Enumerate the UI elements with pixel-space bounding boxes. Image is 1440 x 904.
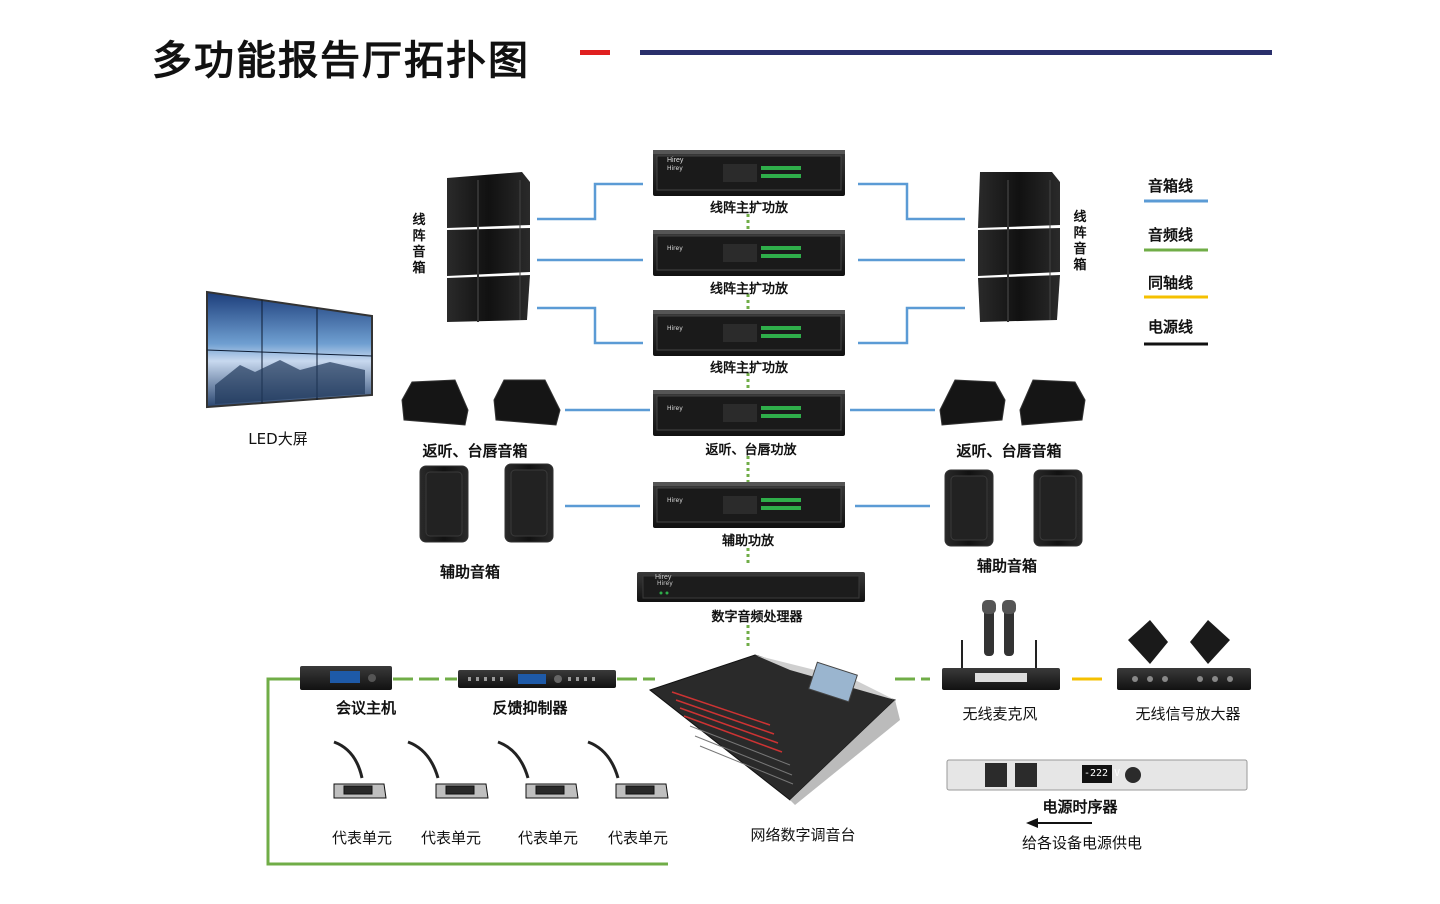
aux-right-label: 辅助音箱 xyxy=(976,557,1038,575)
svg-text:Hirey: Hirey xyxy=(667,405,683,412)
signal-amp-label: 无线信号放大器 xyxy=(1135,705,1241,723)
processor-brand: Hirey xyxy=(655,574,672,581)
feedback-suppressor-graphic xyxy=(458,670,616,688)
amp-label-2: 线阵主扩功放 xyxy=(709,282,789,297)
svg-text:Hirey: Hirey xyxy=(667,325,683,332)
legend-audio-line: 音频线 xyxy=(1148,226,1194,244)
signal-amp-graphic xyxy=(1117,620,1251,690)
power-sequencer-label: 电源时序器 xyxy=(1042,798,1118,816)
processor-label: 数字音频处理器 xyxy=(711,610,803,625)
title-bar-navy xyxy=(640,50,1272,55)
amp-label-4: 返听、台唇功放 xyxy=(705,443,797,458)
delegate-units-graphic xyxy=(333,740,669,799)
amplifier-stack: Hirey Hirey Hirey Hirey Hirey xyxy=(653,150,845,528)
line-array-left xyxy=(447,172,530,322)
line-array-left-label: 线阵音箱 xyxy=(412,213,426,276)
line-array-right-label: 线阵音箱 xyxy=(1073,210,1087,273)
legend-speaker-line: 音箱线 xyxy=(1148,177,1194,195)
power-arrow-head xyxy=(1026,818,1038,828)
line-array-right xyxy=(978,172,1060,322)
wireless-mic-label: 无线麦克风 xyxy=(962,705,1038,723)
speaker-lines xyxy=(537,182,965,508)
power-note-label: 给各设备电源供电 xyxy=(1021,834,1143,852)
svg-text:Hirey: Hirey xyxy=(667,165,683,172)
legend-power-line: 电源线 xyxy=(1148,318,1194,336)
wireless-mic-graphic xyxy=(942,600,1060,690)
led-screen-graphic xyxy=(206,290,373,409)
aux-speakers xyxy=(419,463,1083,547)
conference-host-label: 会议主机 xyxy=(335,699,397,717)
delegate-unit-label-1: 代表单元 xyxy=(331,829,393,847)
led-screen-label: LED大屏 xyxy=(248,430,308,448)
feedback-suppressor-label: 反馈抑制器 xyxy=(492,699,568,717)
amp-label-3: 线阵主扩功放 xyxy=(709,361,789,376)
legend-coax-line: 同轴线 xyxy=(1148,274,1194,292)
power-sequencer-graphic xyxy=(946,759,1248,791)
monitor-left-label: 返听、台唇音箱 xyxy=(422,442,528,460)
title-accent-red xyxy=(580,50,610,55)
power-sequencer-display: -222 V xyxy=(1084,768,1121,779)
page-title: 多功能报告厅拓扑图 xyxy=(152,38,530,84)
amp-brand-1: Hirey xyxy=(667,157,684,164)
delegate-unit-label-3: 代表单元 xyxy=(517,829,579,847)
aux-left-label: 辅助音箱 xyxy=(439,563,501,581)
monitor-wedges xyxy=(401,379,1086,426)
dsp-processor-graphic: Hirey xyxy=(637,572,865,602)
conference-host-graphic xyxy=(300,666,392,690)
mixer-console-graphic xyxy=(648,654,900,805)
svg-text:Hirey: Hirey xyxy=(667,245,683,252)
delegate-unit-label-4: 代表单元 xyxy=(607,829,669,847)
svg-text:Hirey: Hirey xyxy=(667,497,683,504)
delegate-unit-label-2: 代表单元 xyxy=(420,829,482,847)
amp-label-1: 线阵主扩功放 xyxy=(709,201,789,216)
amp-label-5: 辅助功放 xyxy=(721,534,775,549)
mixer-label: 网络数字调音台 xyxy=(750,826,856,844)
svg-text:Hirey: Hirey xyxy=(657,580,673,587)
monitor-right-label: 返听、台唇音箱 xyxy=(956,442,1062,460)
audio-lines xyxy=(266,214,930,866)
